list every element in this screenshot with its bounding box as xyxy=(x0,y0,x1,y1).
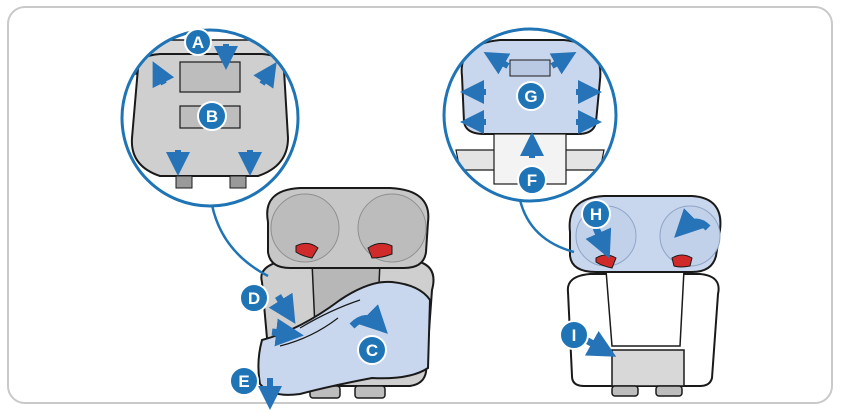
step-marker-d-label: D xyxy=(248,289,260,308)
right-seat-foot xyxy=(655,385,683,397)
arrow-h xyxy=(585,226,612,259)
step-marker-g-label: G xyxy=(524,87,537,106)
rotate-arrow-c-icon xyxy=(349,304,388,334)
step-marker-a-label: A xyxy=(192,33,204,52)
red-clip xyxy=(671,254,693,268)
left-seat-foot xyxy=(354,385,386,399)
left-seat-cover-edge xyxy=(299,299,361,329)
arrow-d-lower xyxy=(271,318,304,347)
leader-line-right xyxy=(518,199,575,254)
step-marker-i: I xyxy=(559,320,589,350)
step-marker-h-label: H xyxy=(590,205,602,224)
red-clip xyxy=(367,242,393,259)
step-marker-b-label: B xyxy=(206,107,218,126)
arrow-d-upper xyxy=(268,292,296,324)
rotate-arrow-h-icon xyxy=(674,208,711,238)
step-marker-g: G xyxy=(516,81,546,111)
step-marker-a: A xyxy=(184,28,212,56)
step-marker-f-label: F xyxy=(527,171,537,190)
right-seat xyxy=(566,195,722,397)
right-seat-base-panel xyxy=(611,349,685,387)
zoom-left-arrow xyxy=(253,62,277,89)
step-marker-f: F xyxy=(517,165,547,195)
step-marker-e-label: E xyxy=(238,372,249,391)
step-marker-i-label: I xyxy=(572,326,577,345)
red-clip xyxy=(295,242,319,259)
arrow-i xyxy=(584,330,617,357)
zoom-left-arrow xyxy=(152,61,175,89)
step-marker-e: E xyxy=(229,366,259,396)
left-headrest-wing xyxy=(270,193,340,263)
step-marker-b: B xyxy=(197,101,227,131)
step-marker-d: D xyxy=(239,283,269,313)
right-seat-foot xyxy=(611,385,639,397)
step-marker-c: C xyxy=(357,335,387,365)
step-marker-h: H xyxy=(581,199,611,229)
step-marker-c-label: C xyxy=(366,341,378,360)
zoom-right-arrow xyxy=(483,52,511,75)
right-seat-back-panel xyxy=(605,269,685,347)
zoom-right-arrow xyxy=(549,52,577,75)
left-seat xyxy=(257,187,435,410)
leader-line-left xyxy=(210,204,269,278)
